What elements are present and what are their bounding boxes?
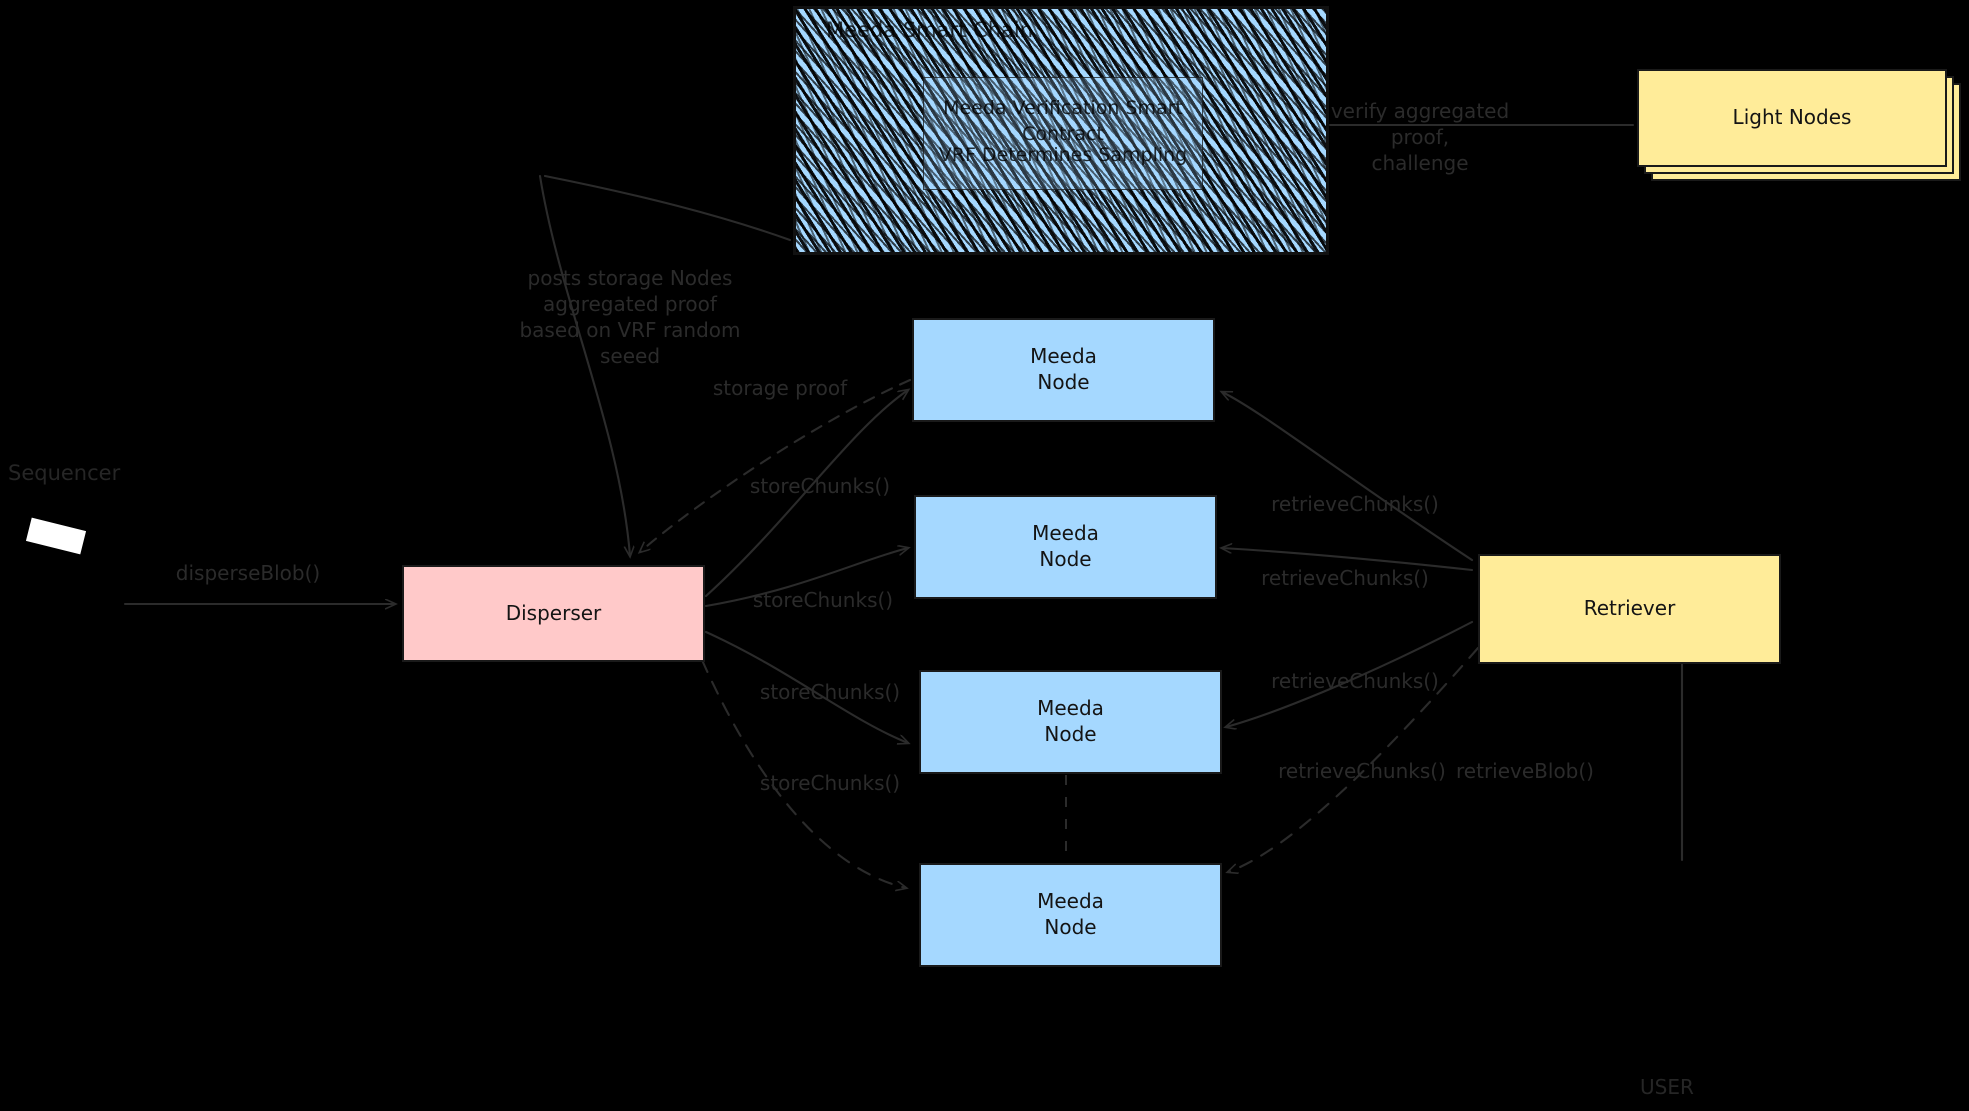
node-continuation-dashes [1065,775,1067,863]
disperser-node[interactable]: Disperser [402,565,705,662]
retriever-node[interactable]: Retriever [1478,554,1781,664]
meeda-smart-chain-container[interactable] [793,6,1329,255]
disperser-label: Disperser [505,600,602,625]
edge-label-retrieve-chunks-2: retrieveChunks() [1261,566,1429,590]
edge-label-store-chunks-2: storeChunks() [752,588,894,612]
light-nodes-stack[interactable]: Light Nodes [1637,69,1969,189]
meeda-node-1-label: Meeda Node [1030,344,1097,394]
edge-label-storage-proof: storage proof [712,376,848,400]
vrf-sampling-label: VRF Determines Sampling [938,144,1188,166]
meeda-node-3[interactable]: Meeda Node [919,670,1222,774]
meeda-node-3-label: Meeda Node [1037,696,1104,746]
meeda-node-4-label: Meeda Node [1037,889,1104,939]
meeda-node-2[interactable]: Meeda Node [914,495,1217,599]
verification-contract-label: Meeda Verification Smart Contract [943,97,1183,145]
edge-label-retrieve-chunks-3: retrieveChunks() [1271,669,1439,693]
light-nodes-card[interactable]: Light Nodes [1637,69,1947,167]
meeda-node-4[interactable]: Meeda Node [919,863,1222,967]
light-nodes-label: Light Nodes [1732,105,1852,130]
edge-label-store-chunks-3: storeChunks() [759,680,901,704]
user-label: USER [1640,1075,1694,1099]
meeda-node-1[interactable]: Meeda Node [912,318,1215,422]
verification-contract-box[interactable] [923,77,1203,190]
edge-label-store-chunks-1: storeChunks() [749,474,891,498]
edge-label-posts-proof: posts storage Nodes aggregated proof bas… [519,266,741,368]
edge-label-disperse-blob: disperseBlob() [175,561,321,585]
meeda-node-2-label: Meeda Node [1032,521,1099,571]
edge-label-retrieve-blob: retrieveBlob() [1456,759,1594,783]
sequencer-chip [25,517,87,555]
sequencer-label: Sequencer [8,461,121,485]
edge-label-store-chunks-4: storeChunks() [759,771,901,795]
retriever-label: Retriever [1583,596,1676,621]
meeda-smart-chain-title: Meeda Smart Chain [826,18,1034,42]
edge-label-retrieve-chunks-4: retrieveChunks() [1278,759,1446,783]
edge-label-retrieve-chunks-1: retrieveChunks() [1271,492,1439,516]
edge-label-verify-proof: verify aggregated proof, challenge [1330,99,1510,175]
